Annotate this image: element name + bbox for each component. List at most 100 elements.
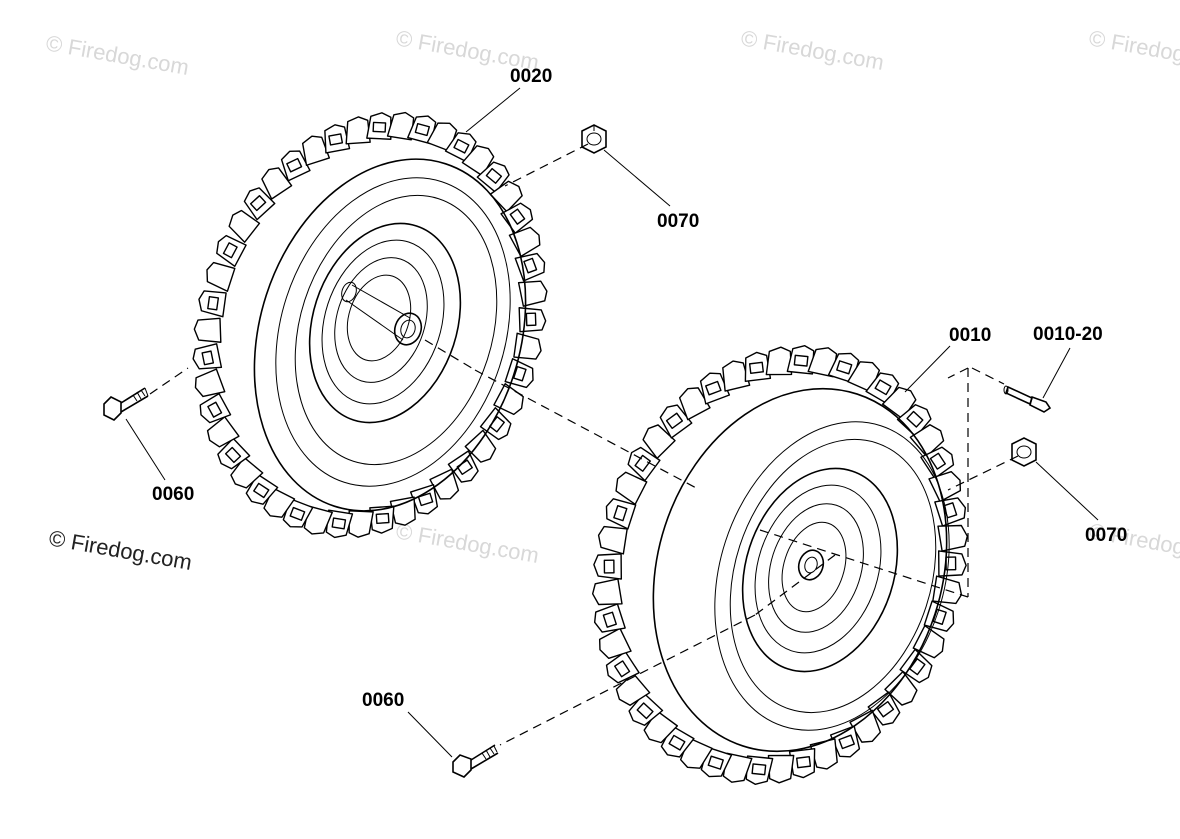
tread-lug	[929, 452, 946, 470]
tread-block	[230, 456, 264, 489]
callout-valve-stem: 0010-20	[1033, 324, 1103, 345]
tread-block	[615, 672, 651, 706]
tread-block	[301, 135, 331, 166]
tread-lug	[906, 410, 924, 428]
tread-lug	[201, 350, 215, 366]
tread-lug	[375, 512, 390, 525]
watermark-text: © Firedog.com	[44, 30, 191, 80]
callout-bolt-right: 0060	[362, 690, 404, 711]
tread-block	[909, 424, 945, 458]
rim-ring-left	[346, 274, 412, 362]
rim-ring-left	[334, 257, 428, 383]
valve-icon	[1003, 385, 1052, 413]
tread-block	[228, 209, 261, 243]
tread-lug	[707, 755, 724, 770]
wheel-left	[192, 111, 548, 539]
callout-labels: 0020 0070 0060 0010 0010-20 0070 0060	[152, 66, 1127, 711]
tread-block	[206, 416, 240, 448]
tread-block	[193, 317, 222, 343]
tread-lug	[751, 763, 767, 776]
tread-block	[809, 738, 838, 770]
tread-lug	[289, 506, 306, 521]
hub-bore-right	[797, 549, 825, 581]
tread-block	[598, 627, 632, 660]
rim-ring-left	[321, 239, 445, 405]
tread-lug	[253, 482, 270, 499]
tread-lug	[705, 380, 722, 396]
tread-lug	[512, 365, 527, 382]
tread-block	[461, 145, 495, 177]
tread-lug	[286, 157, 303, 173]
tread-block	[513, 332, 542, 360]
tread-lug	[748, 361, 764, 374]
tread-block	[767, 754, 795, 784]
tread-lug	[207, 401, 223, 418]
tread-lug	[453, 138, 470, 154]
tread-block	[429, 468, 460, 500]
tread-lug	[793, 354, 809, 367]
tire-sidewall-left	[275, 177, 511, 487]
tread-block	[261, 167, 293, 200]
tread-lug	[372, 121, 387, 133]
watermark-text: © Firedog.com	[739, 25, 886, 75]
rim-outer-right	[729, 438, 937, 714]
tread-block	[386, 111, 415, 141]
tread-lug	[509, 208, 526, 225]
rim-inner-left	[308, 222, 462, 424]
tread-block	[849, 709, 882, 743]
tread-block	[206, 261, 236, 292]
tread-lug	[525, 312, 537, 327]
tread-block	[807, 347, 838, 378]
tread-lug	[207, 296, 220, 311]
tread-block	[678, 387, 711, 421]
tread-lug	[331, 517, 347, 530]
tread-lug	[614, 660, 631, 678]
nut-icon	[581, 124, 607, 154]
tread-lug	[636, 702, 654, 720]
tread-lug	[665, 412, 684, 430]
tread-block	[722, 360, 751, 392]
bolt-icon	[103, 387, 149, 421]
tread-lug	[523, 257, 538, 274]
tread-lug	[613, 505, 628, 522]
watermark-text: © Firedog.com	[1087, 25, 1180, 75]
tread-block	[517, 280, 548, 307]
tread-block	[345, 116, 371, 145]
callout-wheel-right: 0010	[949, 325, 991, 346]
tire-outline-left	[253, 158, 527, 512]
bolt-icon	[452, 744, 499, 778]
tread-block	[722, 752, 753, 783]
rim-ring-right	[781, 521, 847, 613]
assembly-lines	[149, 143, 1019, 746]
rim-inner-right	[741, 467, 899, 673]
tire-outline-right	[652, 387, 948, 753]
watermark-text-primary: © Firedog.com	[47, 525, 194, 575]
tread-lug	[603, 559, 615, 574]
tread-block	[615, 471, 648, 506]
tread-block	[591, 578, 623, 606]
tread-lug	[485, 167, 503, 184]
tread-lug	[417, 492, 434, 507]
tread-lug	[836, 360, 853, 375]
callout-bolt-left: 0060	[152, 484, 194, 505]
tread-lug	[634, 454, 651, 472]
tire-sidewall-right	[714, 421, 950, 731]
tread-lug	[328, 133, 344, 146]
tread-block	[194, 368, 226, 398]
tread-block	[489, 180, 523, 213]
tread-lug	[796, 756, 812, 769]
tread-block	[765, 346, 793, 376]
tread-lug	[222, 242, 238, 259]
tire-tread-left	[192, 111, 548, 539]
tread-lug	[249, 194, 267, 212]
callout-nut-right: 0070	[1085, 525, 1127, 546]
tread-lug	[876, 700, 895, 718]
wheel-right	[591, 345, 969, 785]
tread-block	[464, 429, 497, 463]
tread-lug	[602, 611, 617, 628]
watermark-text: © Firedog.com	[394, 518, 541, 568]
tread-block	[597, 525, 628, 555]
nut-icon	[1011, 437, 1037, 467]
